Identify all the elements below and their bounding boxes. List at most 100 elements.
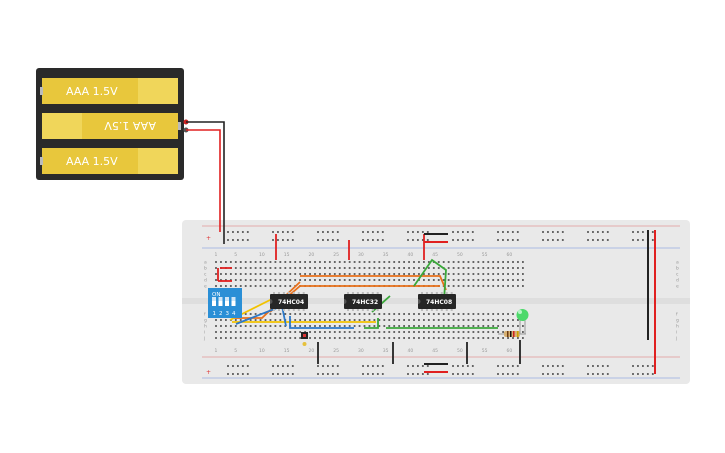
battery-cell: AAA 1.5V — [40, 78, 178, 104]
hole — [413, 273, 415, 275]
rail-hole — [272, 373, 274, 375]
row-letter-right: g — [676, 319, 679, 324]
hole — [353, 319, 356, 321]
hole — [482, 279, 485, 281]
ic-chip[interactable]: 74HC08 — [418, 292, 456, 311]
hole — [462, 319, 465, 321]
hole — [299, 267, 302, 269]
hole — [269, 319, 272, 321]
ic-chip[interactable]: 74HC32 — [344, 292, 382, 311]
hole — [472, 325, 475, 327]
column-number-top: 25 — [333, 252, 339, 258]
hole — [398, 319, 401, 321]
hole — [289, 279, 292, 281]
battery-cell-nub — [40, 87, 43, 95]
dip-toggle[interactable] — [212, 297, 216, 306]
rail-hole — [412, 365, 414, 367]
hole — [294, 279, 297, 281]
hole — [244, 313, 247, 315]
rail-hole — [327, 373, 329, 375]
hole — [492, 313, 495, 315]
hole — [264, 331, 267, 333]
hole — [353, 261, 356, 263]
small-component[interactable] — [301, 332, 308, 346]
hole — [254, 325, 257, 327]
row-letter-right: a — [676, 261, 679, 266]
rail-hole — [421, 373, 424, 375]
dip-toggle[interactable] — [231, 297, 236, 306]
rail-hole — [632, 239, 634, 241]
hole — [269, 279, 272, 281]
hole — [299, 313, 302, 315]
hole — [328, 279, 331, 281]
hole — [482, 313, 485, 315]
rail-hole — [426, 365, 429, 367]
column-number-bottom: 15 — [284, 348, 290, 354]
hole — [244, 337, 247, 339]
led-green[interactable] — [516, 309, 529, 334]
hole — [314, 267, 316, 269]
hole — [244, 285, 247, 287]
hole — [383, 273, 386, 275]
rail-hole — [651, 365, 654, 367]
hole — [363, 331, 366, 333]
hole — [279, 337, 282, 339]
rail-hole — [227, 373, 229, 375]
hole — [304, 261, 306, 263]
hole — [264, 325, 267, 327]
row-letter-right: b — [676, 266, 679, 272]
resistor[interactable] — [498, 331, 526, 337]
hole — [239, 331, 242, 333]
wire-battery-positive[interactable] — [186, 129, 221, 232]
rail-hole — [376, 231, 379, 233]
ic-pin — [351, 308, 354, 311]
hole — [274, 319, 277, 321]
hole — [388, 331, 391, 333]
wire-blue-1[interactable] — [289, 316, 354, 329]
rail-hole — [376, 373, 379, 375]
rail-hole — [246, 231, 249, 233]
dip-toggle[interactable] — [225, 297, 229, 306]
hole — [477, 285, 480, 287]
hole — [220, 337, 222, 339]
hole — [472, 285, 475, 287]
battery-cell-label: AAA 1.5V — [104, 119, 156, 132]
hole — [299, 331, 302, 333]
hole — [447, 325, 450, 327]
rail-hole — [462, 239, 464, 241]
rail-hole — [556, 373, 559, 375]
hole — [338, 319, 341, 321]
hole — [225, 279, 227, 281]
hole — [452, 313, 455, 315]
hole — [482, 325, 485, 327]
rail-hole — [606, 365, 609, 367]
rail-hole — [592, 239, 594, 241]
hole — [383, 325, 386, 327]
rail-hole — [547, 239, 549, 241]
wire-orange-3[interactable] — [300, 275, 447, 291]
hole — [254, 331, 257, 333]
hole — [492, 331, 495, 333]
hole — [225, 319, 227, 321]
hole — [497, 285, 500, 287]
row-letter-left: h — [204, 324, 207, 330]
hole — [462, 331, 465, 333]
wire-green-2[interactable] — [413, 258, 447, 301]
ic-chip[interactable]: 74HC04 — [270, 292, 308, 311]
row-letter-right: h — [676, 324, 679, 330]
hole — [279, 285, 282, 287]
hole — [338, 267, 341, 269]
hole — [492, 325, 495, 327]
hole — [314, 313, 316, 315]
rail-hole — [227, 231, 229, 233]
wire-green-3[interactable] — [364, 318, 379, 329]
hole — [333, 337, 336, 339]
hole — [220, 273, 222, 275]
hole — [348, 267, 351, 269]
hole — [229, 325, 232, 327]
wire-battery-negative[interactable] — [186, 121, 225, 244]
dip-toggle[interactable] — [218, 297, 223, 306]
rail-hole — [547, 231, 549, 233]
